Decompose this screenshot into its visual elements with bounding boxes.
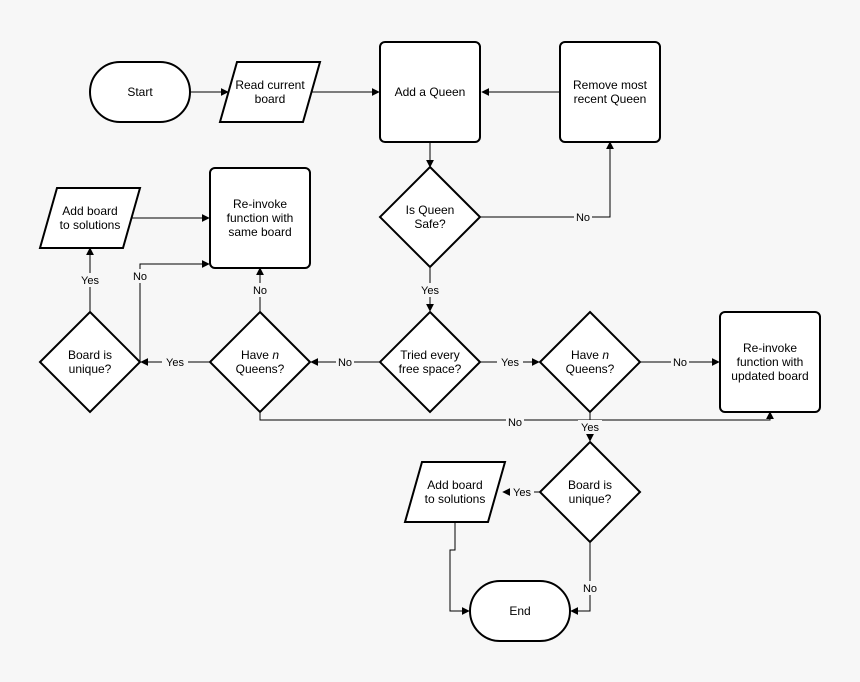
have-n-queens-left-decision — [208, 310, 312, 414]
end-label: End — [509, 604, 530, 618]
read-board-io — [218, 61, 322, 123]
end-terminator — [469, 580, 571, 642]
edge-label-no: No — [576, 212, 590, 224]
edge-label-no: No — [583, 583, 597, 595]
edge-label-yes: Yes — [501, 357, 519, 369]
edge-label-no: No — [338, 357, 352, 369]
edge-label-yes: Yes — [81, 275, 99, 287]
add-queen-label: Add a Queen — [395, 85, 466, 99]
board-unique-bottom-decision — [538, 440, 642, 544]
edge-label-yes: Yes — [421, 285, 439, 297]
edge-unique-left-no-to-reinvoke-same — [139, 260, 210, 362]
edge-unique-bottom-no-to-end — [570, 542, 591, 615]
edge-label-no: No — [673, 357, 687, 369]
reinvoke-same-process — [209, 167, 311, 269]
queen-safe-decision — [378, 165, 482, 269]
edge-label-yes: Yes — [513, 487, 531, 499]
edge-label-yes: Yes — [166, 357, 184, 369]
edge-labels: No Yes No Yes No No Yes Yes No No Yes Ye… — [77, 210, 689, 595]
edge-safe-no-to-remove — [480, 141, 614, 218]
add-queen-process — [379, 41, 481, 143]
board-unique-left-decision — [38, 310, 142, 414]
edge-label-no: No — [508, 417, 522, 429]
remove-queen-process — [559, 41, 661, 143]
edge-label-no: No — [133, 271, 147, 283]
start-label: Start — [127, 85, 153, 99]
add-solution-left-io — [38, 187, 142, 249]
start-terminator — [89, 61, 191, 123]
add-solution-bottom-io — [403, 461, 507, 523]
reinvoke-updated-process — [719, 311, 821, 413]
edge-label-no: No — [253, 285, 267, 297]
edge-add-solution-bottom-to-end — [449, 522, 470, 615]
tried-every-space-decision — [378, 310, 482, 414]
have-n-queens-right-decision — [538, 310, 642, 414]
edge-label-yes: Yes — [581, 422, 599, 434]
